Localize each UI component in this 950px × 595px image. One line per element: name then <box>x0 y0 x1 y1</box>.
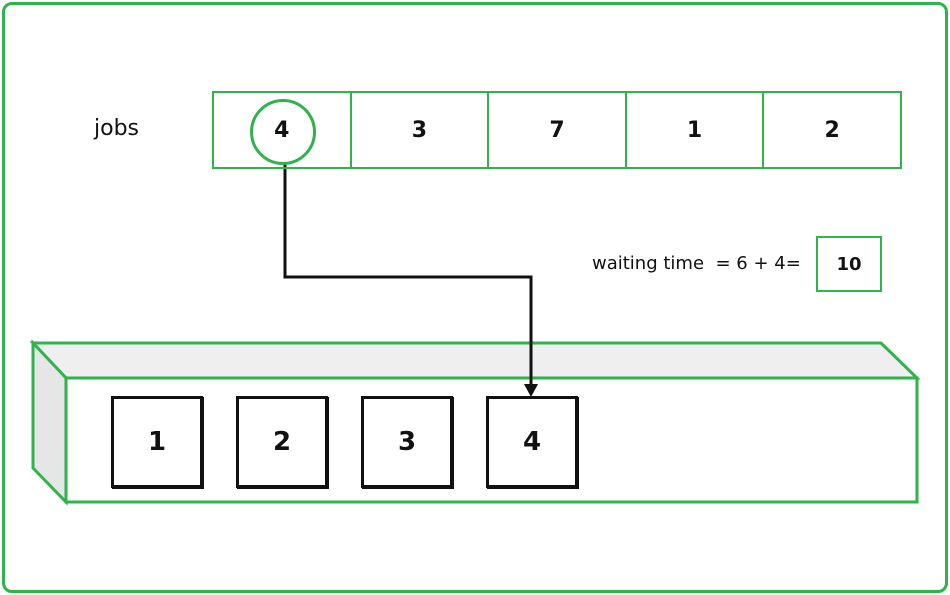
arrow-head <box>524 384 538 397</box>
job-cell: 7 <box>489 93 627 167</box>
waiting-time-label: waiting time = 6 + 4= <box>592 253 801 274</box>
job-cell: 2 <box>764 93 900 167</box>
job-value: 4 <box>274 117 290 143</box>
job-value: 7 <box>549 117 565 143</box>
waiting-time-value: 10 <box>816 236 882 292</box>
job-value: 3 <box>411 117 428 143</box>
job-value: 1 <box>686 117 703 143</box>
queue-item: 3 <box>361 396 453 488</box>
queue-item: 1 <box>111 396 203 488</box>
jobs-array: 4 3 7 1 2 <box>212 91 902 169</box>
job-cell-highlighted: 4 <box>214 93 352 167</box>
queue-item: 2 <box>236 396 328 488</box>
queue-item: 4 <box>486 396 578 488</box>
jobs-label: jobs <box>94 116 139 141</box>
job-cell: 3 <box>352 93 490 167</box>
queue-top-face <box>29 341 921 380</box>
job-value: 2 <box>824 117 840 143</box>
job-cell: 1 <box>627 93 765 167</box>
connector-line <box>283 164 533 387</box>
